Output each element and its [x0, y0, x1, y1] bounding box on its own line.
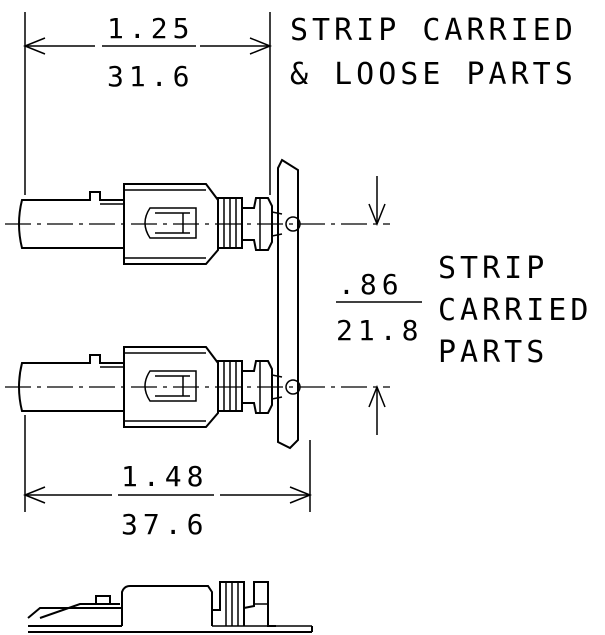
- terminal-side-view: [27, 581, 313, 633]
- note-strip: STRIP: [438, 251, 548, 286]
- pitch-dimension: .86 21.8: [336, 176, 423, 435]
- overall-length-inches: 1.48: [121, 460, 208, 493]
- note-parts: PARTS: [438, 335, 548, 370]
- overall-length-mm: 37.6: [121, 508, 208, 541]
- note-loose-parts: & LOOSE PARTS: [290, 57, 577, 92]
- pitch-inches: .86: [338, 268, 404, 301]
- pitch-mm: 21.8: [336, 314, 423, 347]
- note-carried: CARRIED: [438, 293, 592, 328]
- terminal-upper: [18, 183, 283, 265]
- top-length-mm: 31.6: [107, 60, 194, 93]
- carrier-strip: [277, 158, 299, 450]
- overall-length-dimension: 1.48 37.6: [22, 415, 313, 541]
- top-length-dimension: 1.25 31.6: [22, 12, 273, 195]
- note-strip-carried: STRIP CARRIED: [290, 13, 577, 48]
- top-length-inches: 1.25: [107, 12, 194, 45]
